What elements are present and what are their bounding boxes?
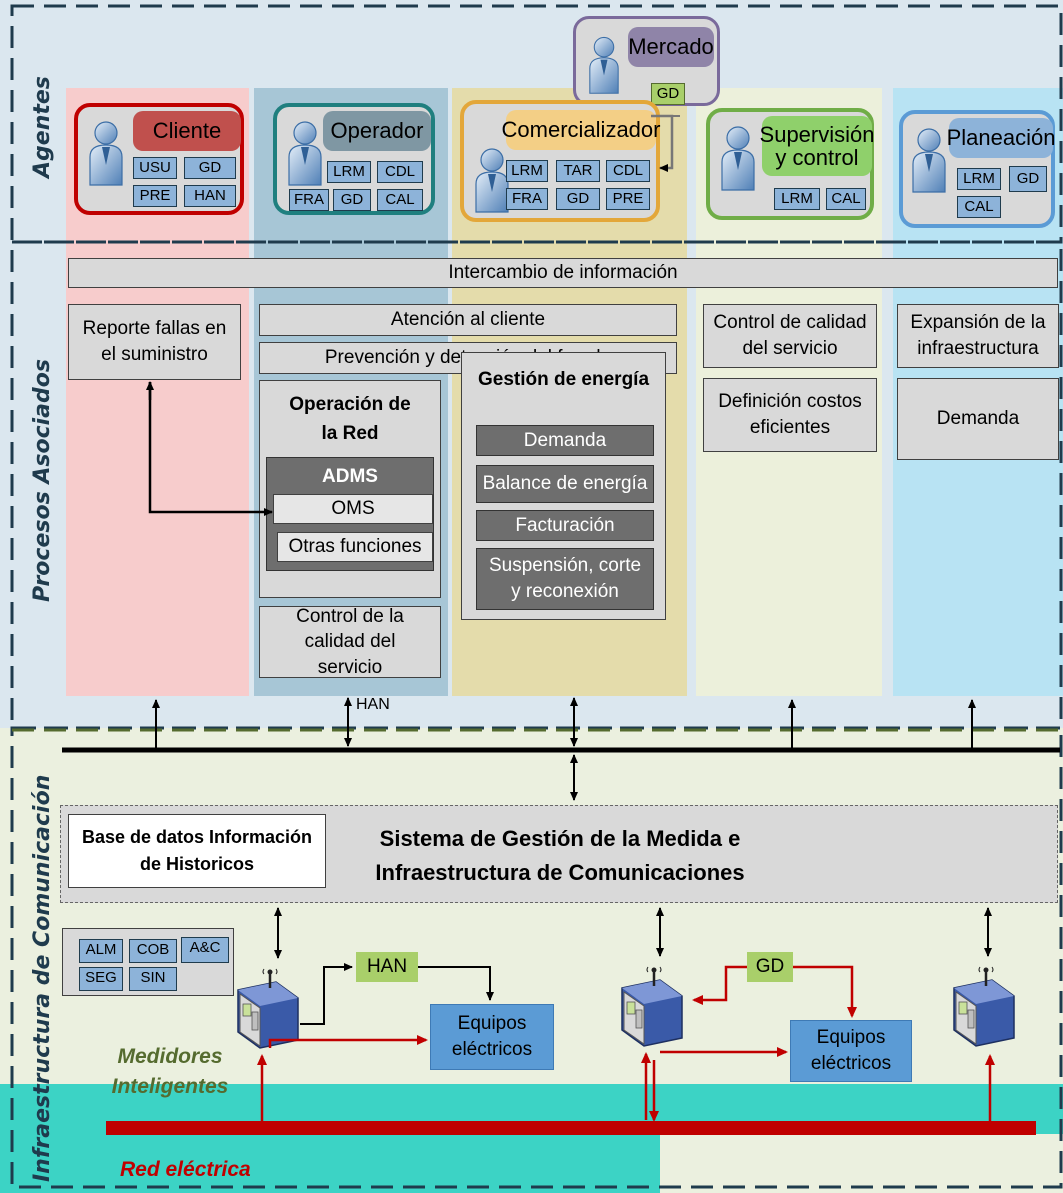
agent-planeacion[interactable]: Planeación LRM GD CAL [899, 110, 1055, 228]
agent-comercializador[interactable]: Comercializador LRM TAR CDL FRA GD PRE [460, 100, 660, 222]
meter-tag: ALM [79, 939, 123, 963]
otras-funciones-box: Otras funciones [277, 532, 433, 562]
gd-box: GD [747, 952, 793, 982]
meter-tag: SIN [129, 967, 177, 991]
section-label-agents: Agentes [30, 76, 55, 178]
sistema-gestion-title-2: Infraestructura de Comunicaciones [375, 860, 745, 885]
agent-operador-tag: LRM [327, 161, 371, 183]
agent-planeacion-tag: GD [1009, 166, 1047, 192]
person-icon [285, 117, 325, 187]
oms-box: OMS [273, 494, 433, 524]
agent-planeacion-tag: LRM [957, 168, 1001, 190]
definicion-costos-box: Definición costos eficientes [703, 378, 877, 452]
gestion-suspension-box: Suspensión, corte y reconexión [476, 548, 654, 610]
atencion-cliente-box: Atención al cliente [259, 304, 677, 336]
medidores-label: Medidores Inteligentes [111, 1045, 229, 1099]
operacion-red-panel: Operación de la Red ADMS [259, 380, 441, 598]
gestion-balance-box: Balance de energía [476, 465, 654, 503]
reporte-fallas-box: Reporte fallas en el suministro [68, 304, 241, 380]
agent-supervision-tag: LRM [774, 188, 820, 210]
agent-cliente-title: Cliente [133, 111, 241, 151]
base-datos-box: Base de datos Información de Historicos [68, 814, 326, 888]
demanda-box: Demanda [897, 378, 1059, 460]
meter-tag: A&C [181, 937, 229, 963]
control-calidad-red-box: Control de la calidad del servicio [259, 606, 441, 678]
agent-operador[interactable]: Operador LRM CDL FRA GD CAL [273, 103, 435, 215]
agent-comercializador-tag: LRM [506, 160, 548, 182]
person-icon [86, 117, 126, 187]
agent-supervision[interactable]: Supervisión y control LRM CAL [706, 108, 874, 220]
agent-operador-tag: CAL [377, 189, 423, 211]
agent-cliente-tag: PRE [133, 185, 177, 207]
meter-tag: SEG [79, 967, 123, 991]
agent-planeacion-tag: CAL [957, 196, 1001, 218]
equipos-label: Equipos eléctricos [451, 1013, 533, 1060]
equipos-box-2: Equipos eléctricos [790, 1020, 912, 1082]
control-calidad-servicio-box: Control de calidad del servicio [703, 304, 877, 368]
agent-operador-tag: FRA [289, 189, 329, 211]
agent-mercado-tag: GD [651, 83, 685, 105]
agent-mercado[interactable]: Mercado GD [573, 16, 720, 106]
operacion-red-title: Operación de la Red [289, 394, 411, 444]
equipos-label: Equipos eléctricos [810, 1027, 892, 1074]
person-icon [718, 122, 758, 192]
agent-operador-tag: GD [333, 189, 371, 211]
person-icon [909, 124, 949, 194]
sistema-gestion-title-1: Sistema de Gestión de la Medida e [379, 826, 741, 851]
agent-mercado-title: Mercado [628, 27, 714, 67]
person-icon [584, 33, 624, 95]
expansion-infraestructura-box: Expansión de la infraestructura [897, 304, 1059, 368]
smart-meter-icon [232, 968, 302, 1050]
agent-comercializador-tag: GD [556, 188, 600, 210]
section-label-infra: Infraestructura de Comunicación [30, 774, 55, 1182]
adms-title: ADMS [322, 466, 378, 487]
meter-tag: COB [129, 939, 177, 963]
gestion-energia-title: Gestión de energía [477, 369, 650, 390]
agent-cliente-tag: HAN [184, 185, 236, 207]
smart-meter-icon [616, 966, 686, 1048]
meter-tags-panel: ALM COB A&C SEG SIN [62, 928, 234, 996]
agent-operador-tag: CDL [377, 161, 423, 183]
agent-comercializador-tag: PRE [606, 188, 650, 210]
agent-comercializador-tag: CDL [606, 160, 650, 182]
agent-comercializador-tag: FRA [506, 188, 548, 210]
agent-cliente[interactable]: Cliente USU GD PRE HAN [74, 103, 244, 215]
section-label-processes: Procesos Asociados [30, 359, 55, 602]
red-electrica-label: Red eléctrica [120, 1158, 251, 1181]
intercambio-informacion-bar: Intercambio de información [68, 258, 1058, 288]
agent-supervision-title: Supervisión y control [760, 116, 874, 176]
grid-zone-teal-right [660, 1084, 1063, 1134]
agent-comercializador-title: Comercializador [502, 110, 660, 150]
han-box: HAN [356, 952, 418, 982]
han-label: HAN [366, 956, 408, 977]
gestion-demanda-box: Demanda [476, 425, 654, 456]
equipos-box-1: Equipos eléctricos [430, 1004, 554, 1070]
agent-comercializador-tag: TAR [556, 160, 600, 182]
agent-operador-title: Operador [323, 111, 431, 151]
gd-label: GD [755, 956, 785, 977]
agent-cliente-tag: USU [133, 157, 177, 179]
agent-cliente-tag: GD [184, 157, 236, 179]
smart-meter-icon [948, 966, 1018, 1048]
agent-planeacion-title: Planeación [947, 118, 1055, 158]
gestion-facturacion-box: Facturación [476, 510, 654, 541]
grid-zone-teal [0, 1084, 660, 1193]
base-datos-label: Base de datos Información de Historicos [81, 827, 313, 874]
agent-supervision-tag: CAL [826, 188, 866, 210]
